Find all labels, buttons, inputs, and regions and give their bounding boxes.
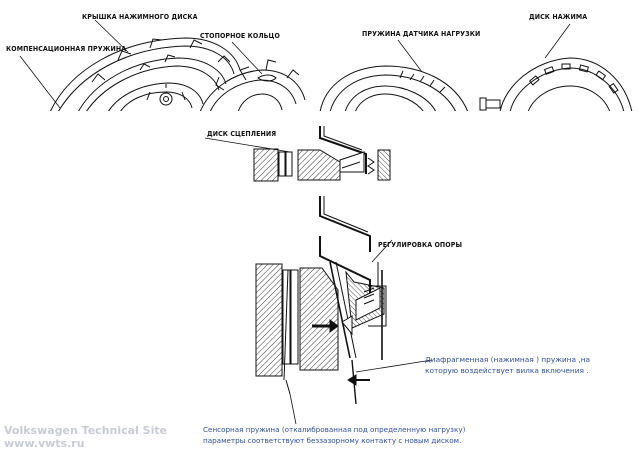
sensor-note-line1: Сенсорная пружина (откалиброванная под о… xyxy=(203,425,466,434)
label-pressure-plate-cover: КРЫШКА НАЖИМНОГО ДИСКА xyxy=(82,13,198,21)
cover-assembly xyxy=(49,37,241,113)
load-sensor-spring xyxy=(319,65,469,113)
sensor-note-line2: параметры соответствуют беззазорному кон… xyxy=(203,436,462,445)
diaphragm-note-line1: Диафрагменная (нажимная ) пружина ,на xyxy=(425,355,591,364)
label-load-sensor-spring: ПРУЖИНА ДАТЧИКА НАГРУЗКИ xyxy=(362,30,481,38)
leader-lines xyxy=(19,19,571,109)
label-clutch-disc: ДИСК СЦЕПЛЕНИЯ xyxy=(207,130,277,138)
cross-section-top xyxy=(204,126,391,182)
label-pressure-plate: ДИСК НАЖИМА xyxy=(529,13,588,21)
label-support-adjustment: РЕГУЛИРОВКА ОПОРЫ xyxy=(378,241,463,249)
cross-section-bottom xyxy=(255,196,433,425)
label-compensation-spring: КОМПЕНСАЦИОННАЯ ПРУЖИНА xyxy=(6,45,127,53)
pressure-plate xyxy=(479,57,633,113)
exploded-view xyxy=(0,37,640,113)
watermark-line1: Volkswagen Technical Site xyxy=(4,424,168,437)
retaining-ring-assembly xyxy=(199,59,306,113)
diaphragm-note-line2: которую воздействует вилка включения . xyxy=(425,366,589,375)
sensor-spring-note: Сенсорная пружина (откалиброванная под о… xyxy=(203,424,465,446)
watermark-line2: www.vwts.ru xyxy=(4,437,85,450)
watermark: Volkswagen Technical Site www.vwts.ru xyxy=(4,424,167,450)
diaphragm-spring-note: Диафрагменная (нажимная ) пружина ,на ко… xyxy=(425,354,590,376)
label-retaining-ring: СТОПОРНОЕ КОЛЬЦО xyxy=(200,32,280,40)
